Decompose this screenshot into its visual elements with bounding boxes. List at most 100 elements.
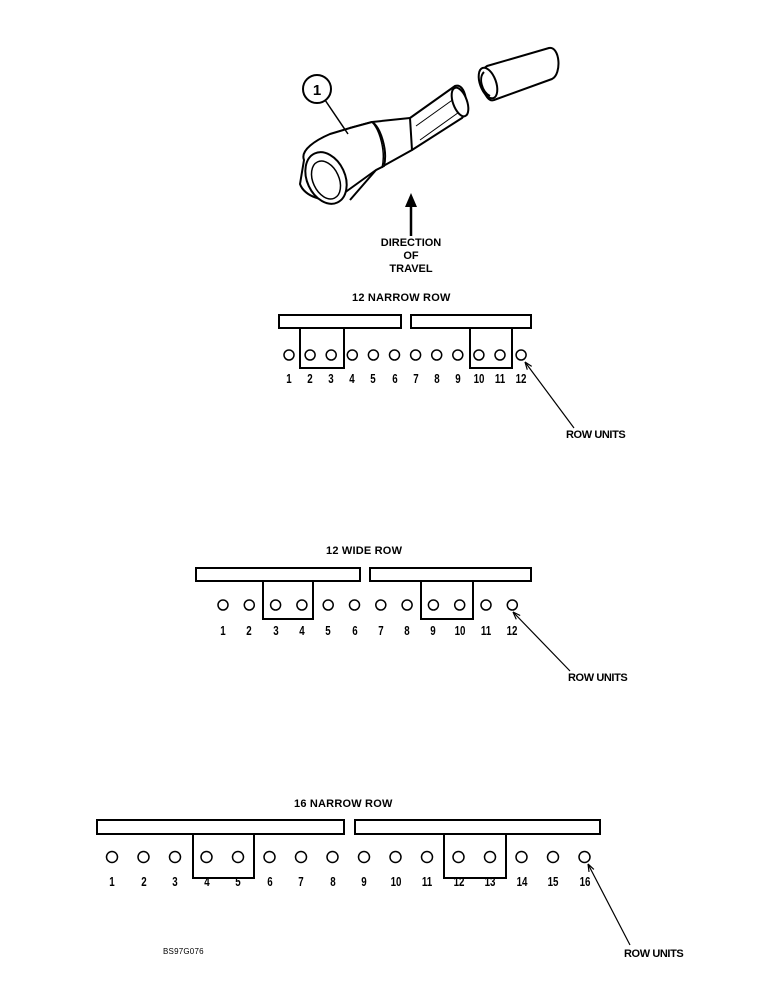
mounting-bracket: [420, 581, 474, 620]
row-units-leader-line: [587, 863, 631, 946]
row-unit-number: 1: [220, 623, 226, 638]
diagram-title: 16 NARROW ROW: [294, 798, 393, 810]
row-unit-marker: [388, 349, 401, 361]
row-units-arrowhead: [524, 361, 533, 370]
row-unit-number: 10: [473, 371, 485, 386]
row-units-label: ROW UNITS: [568, 672, 628, 684]
row-unit-marker: [346, 349, 359, 361]
row-unit-number: 4: [349, 371, 356, 386]
row-unit-marker: [452, 349, 464, 361]
row-unit-marker: [322, 599, 334, 611]
figure-code: BS97G076: [163, 947, 204, 956]
diagram-title: 12 WIDE ROW: [326, 545, 403, 557]
row-units-label: ROW UNITS: [566, 429, 626, 441]
row-unit-number: 6: [391, 371, 398, 386]
row-unit-number: 4: [203, 874, 210, 889]
row-unit-marker: [494, 349, 506, 361]
row-unit-number: 1: [286, 371, 292, 386]
row-unit-marker: [263, 850, 276, 864]
row-unit-marker: [200, 850, 213, 864]
row-units-arrowhead: [512, 611, 521, 620]
row-unit-marker: [283, 349, 295, 361]
row-unit-marker: [357, 850, 371, 864]
row-unit-marker: [168, 850, 182, 864]
row-unit-number: 8: [404, 623, 410, 638]
row-unit-number: 2: [307, 371, 313, 386]
row-unit-marker: [231, 850, 245, 864]
row-unit-marker: [401, 599, 413, 611]
row-unit-marker: [427, 599, 440, 611]
row-unit-marker: [217, 599, 229, 611]
row-unit-number: 12: [506, 623, 518, 638]
row-unit-number: 15: [547, 874, 559, 889]
row-unit-number: 7: [298, 874, 304, 889]
toolbar-frame-section: [369, 567, 532, 582]
row-unit-marker: [294, 850, 308, 864]
row-unit-number: 5: [325, 623, 331, 638]
row-unit-marker: [105, 850, 119, 864]
mounting-bracket: [192, 834, 255, 879]
row-unit-number: 1: [109, 874, 115, 889]
row-unit-number: 7: [378, 623, 384, 638]
row-unit-number: 8: [433, 371, 440, 386]
row-unit-marker: [515, 850, 528, 864]
row-unit-number: 8: [329, 874, 336, 889]
row-unit-number: 7: [412, 371, 419, 386]
row-unit-number: 11: [421, 874, 433, 889]
row-unit-marker: [483, 850, 497, 864]
row-unit-marker: [452, 850, 465, 864]
direction-line-3: TRAVEL: [389, 263, 433, 275]
row-unit-number: 5: [235, 874, 241, 889]
toolbar-frame-section: [96, 819, 345, 835]
row-unit-number: 12: [453, 874, 464, 889]
row-unit-diagram-3: [96, 819, 631, 946]
toolbar-frame-section: [410, 314, 532, 329]
row-unit-number: 9: [361, 874, 367, 889]
direction-line-1: DIRECTION: [380, 237, 442, 249]
mounting-bracket: [443, 834, 507, 879]
row-unit-number: 2: [140, 874, 147, 889]
row-unit-marker: [453, 599, 466, 611]
row-unit-number: 5: [370, 371, 377, 386]
row-unit-marker: [389, 850, 402, 864]
row-unit-number: 13: [484, 874, 496, 889]
row-unit-number: 3: [328, 371, 334, 386]
row-unit-marker: [304, 349, 316, 361]
row-unit-marker: [578, 850, 591, 864]
direction-line-2: OF: [403, 250, 419, 262]
row-unit-marker: [546, 850, 560, 864]
row-unit-number: 14: [516, 874, 527, 889]
row-unit-marker: [269, 599, 282, 611]
direction-of-travel-label: DIRECTION OF TRAVEL: [361, 237, 461, 276]
row-units-label: ROW UNITS: [624, 948, 684, 960]
row-unit-number: 3: [172, 874, 178, 889]
toolbar-frame-section: [278, 314, 402, 329]
row-unit-marker: [409, 349, 422, 361]
row-unit-marker: [430, 349, 443, 361]
mounting-bracket: [469, 328, 513, 369]
row-unit-marker: [506, 599, 519, 611]
row-unit-number: 12: [515, 371, 527, 386]
row-unit-marker: [367, 349, 380, 361]
row-units-arrowhead: [587, 863, 595, 873]
row-unit-marker: [348, 599, 361, 611]
row-unit-number: 11: [480, 623, 492, 638]
row-unit-marker: [480, 599, 492, 611]
mounting-bracket: [262, 581, 314, 620]
row-unit-number: 4: [299, 623, 305, 638]
row-unit-marker: [326, 850, 339, 864]
row-unit-number: 10: [454, 623, 466, 638]
row-units-leader-line: [524, 361, 575, 429]
row-unit-number: 6: [351, 623, 358, 638]
row-unit-marker: [515, 349, 527, 361]
row-unit-number: 9: [455, 371, 461, 386]
row-unit-marker: [325, 349, 337, 361]
row-units-leader-line: [512, 611, 571, 672]
row-unit-diagram-1: [278, 314, 575, 429]
row-unit-marker: [420, 850, 434, 864]
row-unit-marker: [296, 599, 308, 611]
row-unit-number: 10: [390, 874, 401, 889]
divider-shield-illustration: [299, 47, 560, 236]
